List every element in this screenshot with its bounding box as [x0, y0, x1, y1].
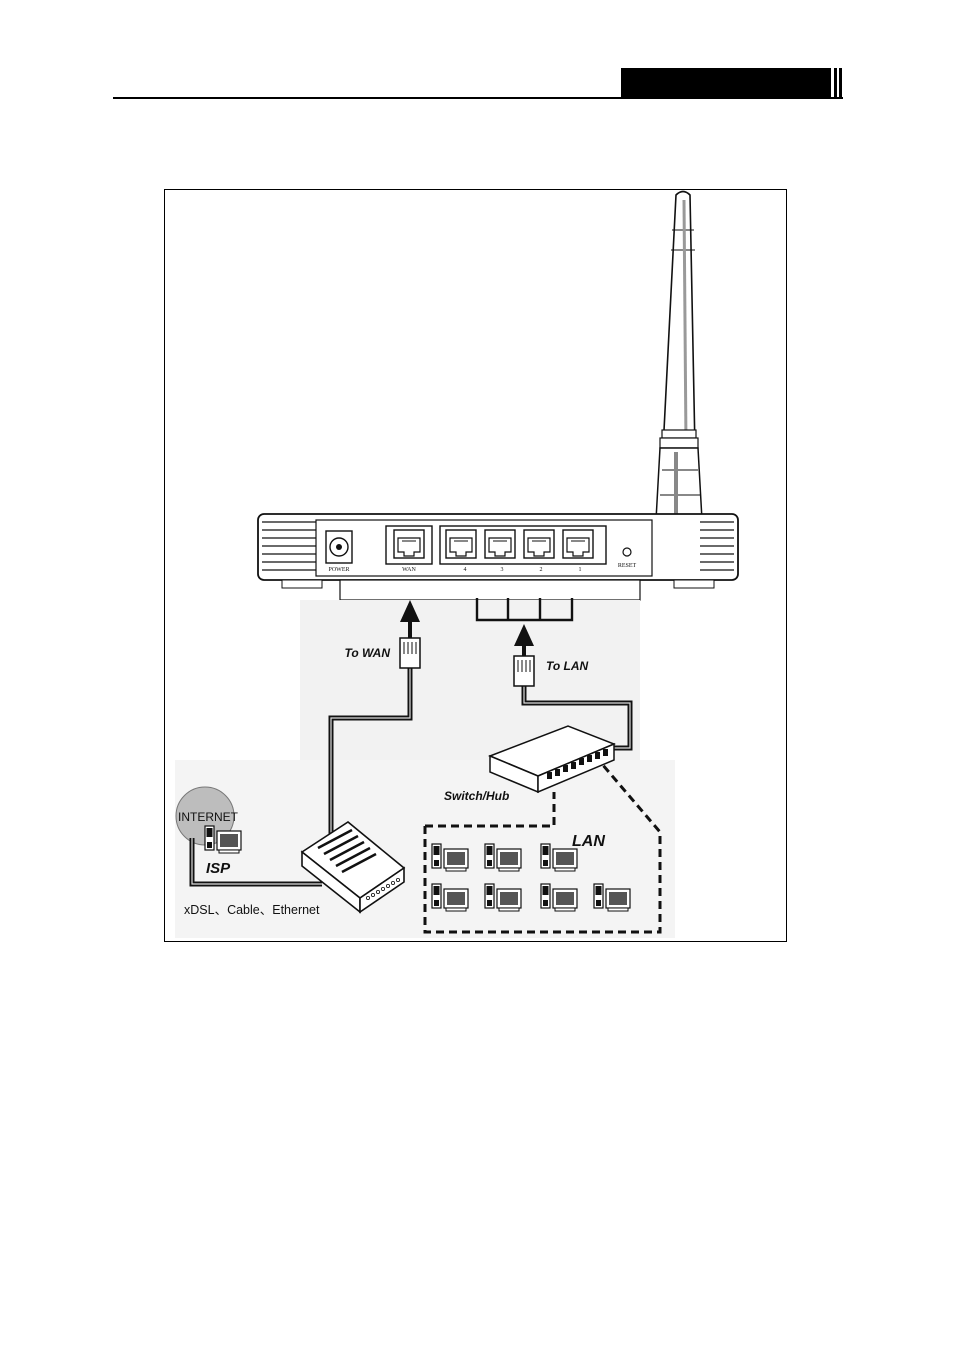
to-lan-label: To LAN	[546, 659, 589, 673]
switch-hub-label: Switch/Hub	[444, 789, 509, 803]
reset-button-icon	[623, 548, 631, 556]
lan-ports	[440, 526, 606, 564]
isp-label: ISP	[206, 860, 231, 877]
internet-label: INTERNET	[178, 810, 239, 824]
rj45-plug-icon	[400, 638, 420, 668]
to-wan-label: To WAN	[344, 646, 390, 660]
antenna	[652, 192, 706, 566]
lan-port-label: 4	[464, 567, 467, 573]
power-port-icon	[326, 531, 352, 563]
wan-label: WAN	[402, 567, 416, 573]
lan-label: LAN	[572, 833, 605, 850]
power-label: POWER	[329, 567, 350, 573]
lan-port-label: 2	[540, 567, 543, 573]
lan-port-label: 1	[579, 567, 582, 573]
lan-port-label: 3	[501, 567, 504, 573]
modem-caption: xDSL、Cable、Ethernet	[184, 903, 320, 917]
rj45-plug-icon	[514, 656, 534, 686]
wan-port-icon	[386, 526, 432, 564]
reset-label: RESET	[618, 563, 637, 569]
